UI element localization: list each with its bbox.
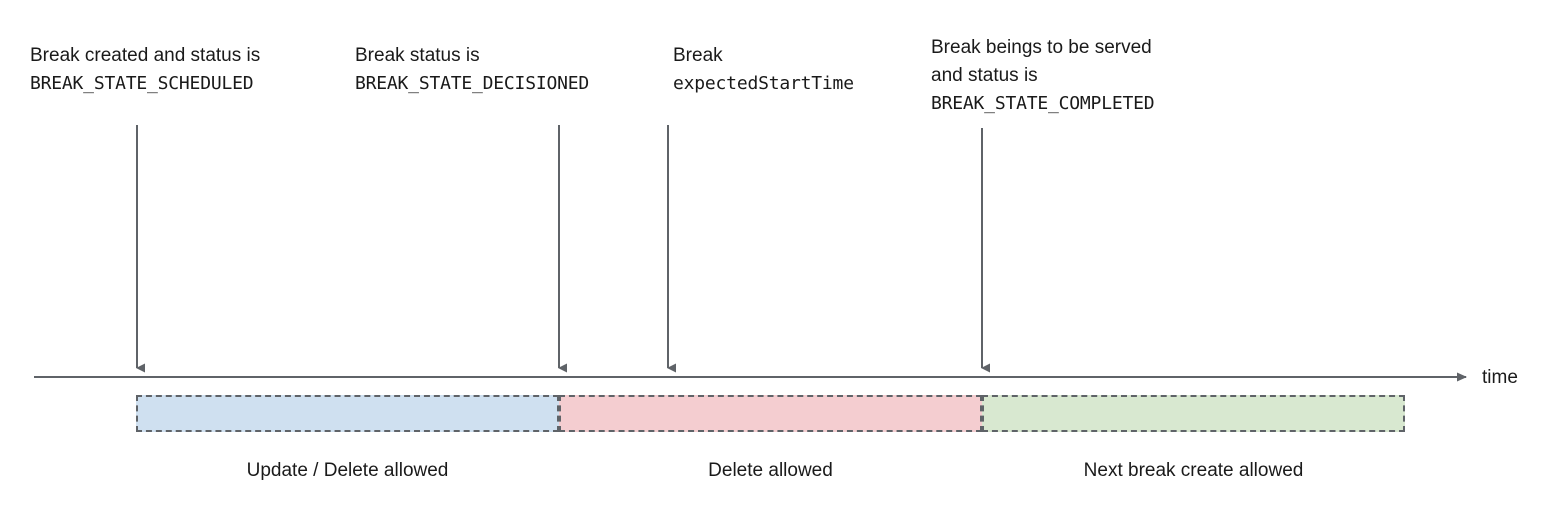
annotation-scheduled: Break created and status is BREAK_STATE_… [30,42,260,98]
annotation-expected-start-line1: Break [673,45,723,66]
annotation-decisioned: Break status is BREAK_STATE_DECISIONED [355,42,589,98]
annotation-decisioned-state: BREAK_STATE_DECISIONED [355,73,590,94]
annotation-completed-state: BREAK_STATE_COMPLETED [931,93,1155,114]
segment-bar-next-break [982,395,1405,432]
annotation-expected-start: Break expectedStartTime [673,42,854,98]
caption-delete: Delete allowed [708,460,833,481]
annotation-completed-line1: Break beings to be served [931,37,1152,58]
segment-bar-update-delete [136,395,559,432]
annotation-scheduled-state: BREAK_STATE_SCHEDULED [30,73,254,94]
caption-update-delete: Update / Delete allowed [246,460,449,481]
annotation-completed-line2: and status is [931,65,1038,86]
annotation-decisioned-line1: Break status is [355,45,480,66]
annotation-expected-start-field: expectedStartTime [673,73,854,94]
annotation-completed: Break beings to be served and status is … [931,34,1155,118]
time-axis-label: time [1482,367,1518,388]
caption-next-break: Next break create allowed [1083,460,1304,481]
annotation-scheduled-line1: Break created and status is [30,45,261,66]
segment-bar-delete [559,395,982,432]
